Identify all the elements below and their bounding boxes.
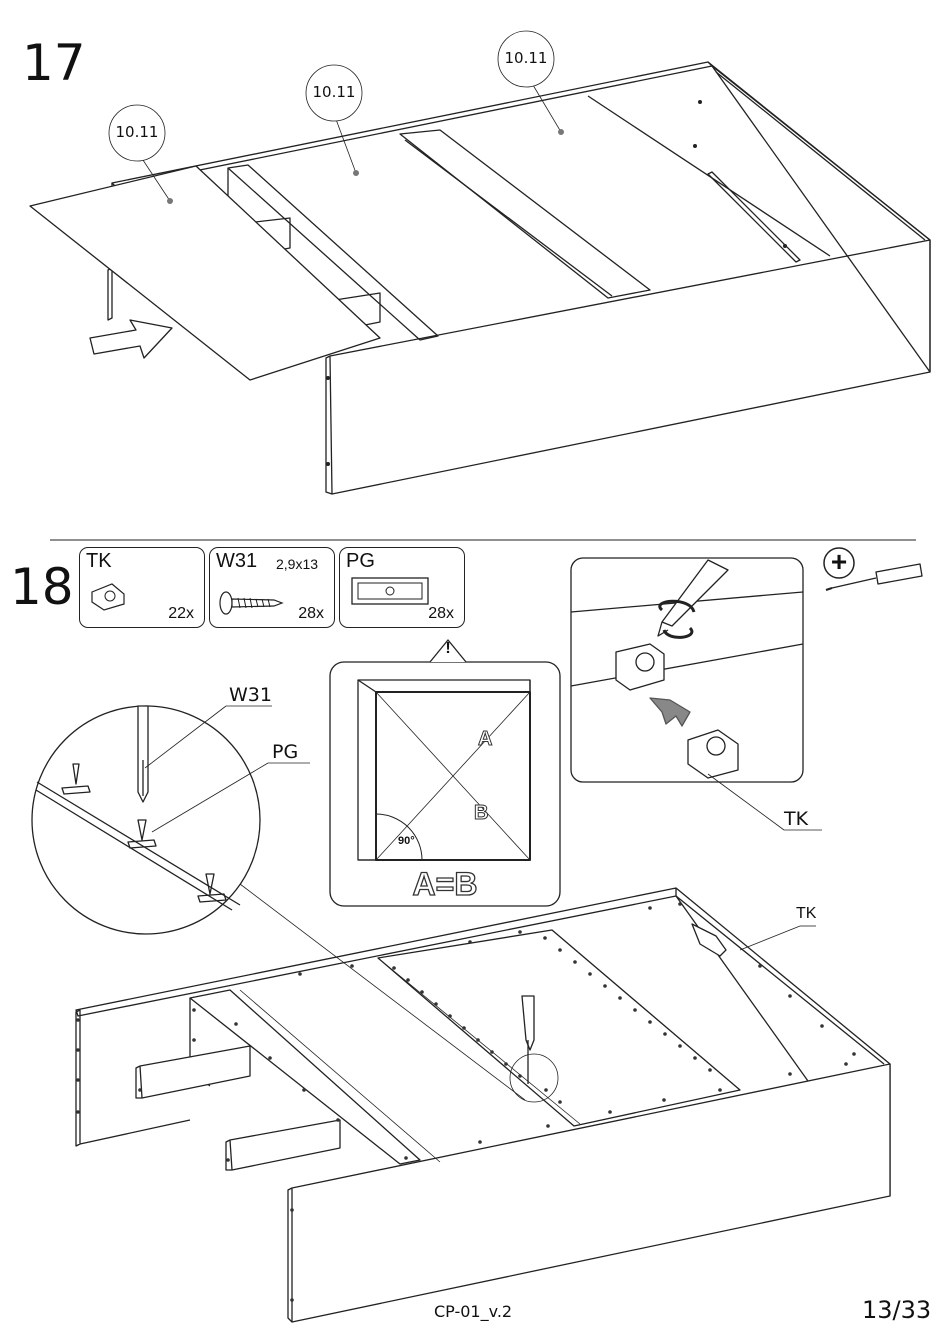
hardware-size: 2,9x13	[276, 556, 318, 572]
step18-bed-frame	[76, 888, 890, 1322]
step17-bed-frame	[30, 62, 930, 494]
hardware-item-tk: TK 22x	[79, 547, 205, 628]
hardware-qty: 22x	[168, 605, 194, 623]
detail-label-tk: TK	[784, 808, 808, 830]
warning-icon: !	[440, 640, 456, 658]
callout-label-3: 10.11	[501, 49, 551, 67]
step-18-number: 18	[10, 562, 74, 612]
screw-icon	[218, 590, 284, 616]
zoom-label-plate: PG	[272, 741, 298, 763]
phillips-screwdriver-icon: +	[826, 545, 852, 579]
callout-label-1: 10.11	[112, 123, 162, 141]
tk-detail-panel	[571, 558, 822, 830]
doc-code: CP-01_v.2	[434, 1302, 512, 1321]
callout-label-2: 10.11	[309, 83, 359, 101]
hardware-code: W31	[216, 550, 257, 573]
hardware-qty: 28x	[298, 605, 324, 623]
diagonal-a-label: A	[478, 728, 492, 751]
diagonal-equation: A=B	[330, 866, 560, 903]
zoom-label-screw: W31	[229, 684, 272, 706]
plate-icon	[350, 574, 430, 608]
hardware-code: PG	[346, 550, 375, 573]
hardware-item-pg: PG 28x	[339, 547, 465, 628]
hardware-qty: 28x	[428, 605, 454, 623]
hardware-item-w31: W31 2,9x13 28x	[209, 547, 335, 628]
diagonal-b-label: B	[474, 802, 488, 825]
corner-bracket-icon	[88, 578, 128, 612]
main-label-tk: TK	[796, 905, 816, 923]
page-number: 13/33	[862, 1296, 931, 1324]
angle-label: 90°	[398, 835, 415, 847]
hardware-code: TK	[86, 550, 112, 573]
